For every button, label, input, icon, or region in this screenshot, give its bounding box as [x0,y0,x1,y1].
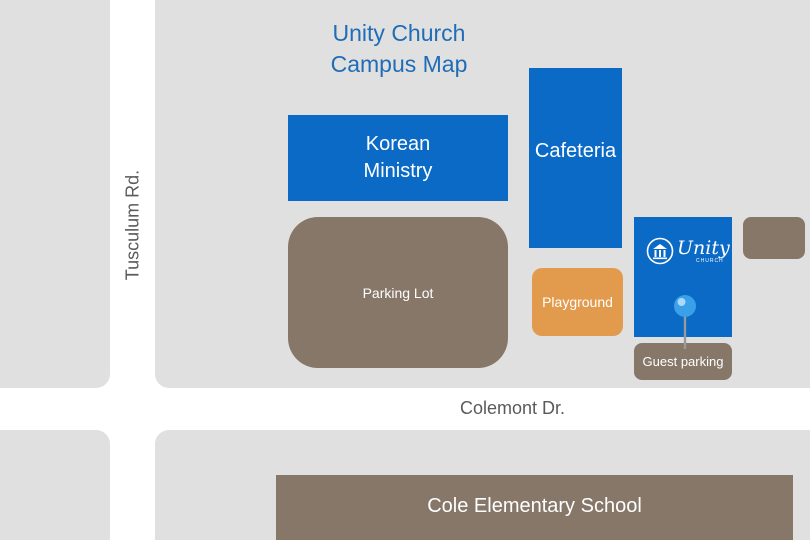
church-logo-text: Unity [677,237,730,259]
cole-elementary-school[interactable]: Cole Elementary School [276,475,793,540]
map-title-line-1: Unity Church [332,20,466,46]
cafeteria-label: Cafeteria [534,140,617,162]
church-logo: Unity CHURCH [646,237,730,269]
guest-parking[interactable]: Guest parking [634,343,732,380]
playground[interactable]: Playground [532,268,623,336]
parking-lot-label: Parking Lot [362,284,434,301]
block-top-left [0,0,110,388]
korean-ministry-label-line-1: Korean [365,133,431,155]
small-lot-east[interactable] [743,217,805,259]
street-label-tusculum: Tusculum Rd. [122,169,143,281]
korean-ministry-label-line-2: Ministry [363,160,433,182]
building-cafeteria[interactable]: Cafeteria [529,68,622,248]
block-bottom-left [0,430,110,540]
map-title-line-2: Campus Map [330,51,468,77]
guest-parking-label: Guest parking [642,354,724,369]
map-pin-icon[interactable] [672,293,698,353]
school-label: Cole Elementary School [427,495,642,517]
parking-lot[interactable]: Parking Lot [288,217,508,368]
map-title: Unity Church Campus Map [300,18,498,80]
church-logo-subtext: CHURCH [696,258,724,264]
street-label-colemont: Colemont Dr. [460,398,566,418]
playground-label: Playground [542,294,613,310]
building-korean-ministry[interactable]: Korean Ministry [288,115,508,201]
building-church[interactable]: Unity CHURCH [634,217,732,337]
church-logo-icon [646,237,674,265]
